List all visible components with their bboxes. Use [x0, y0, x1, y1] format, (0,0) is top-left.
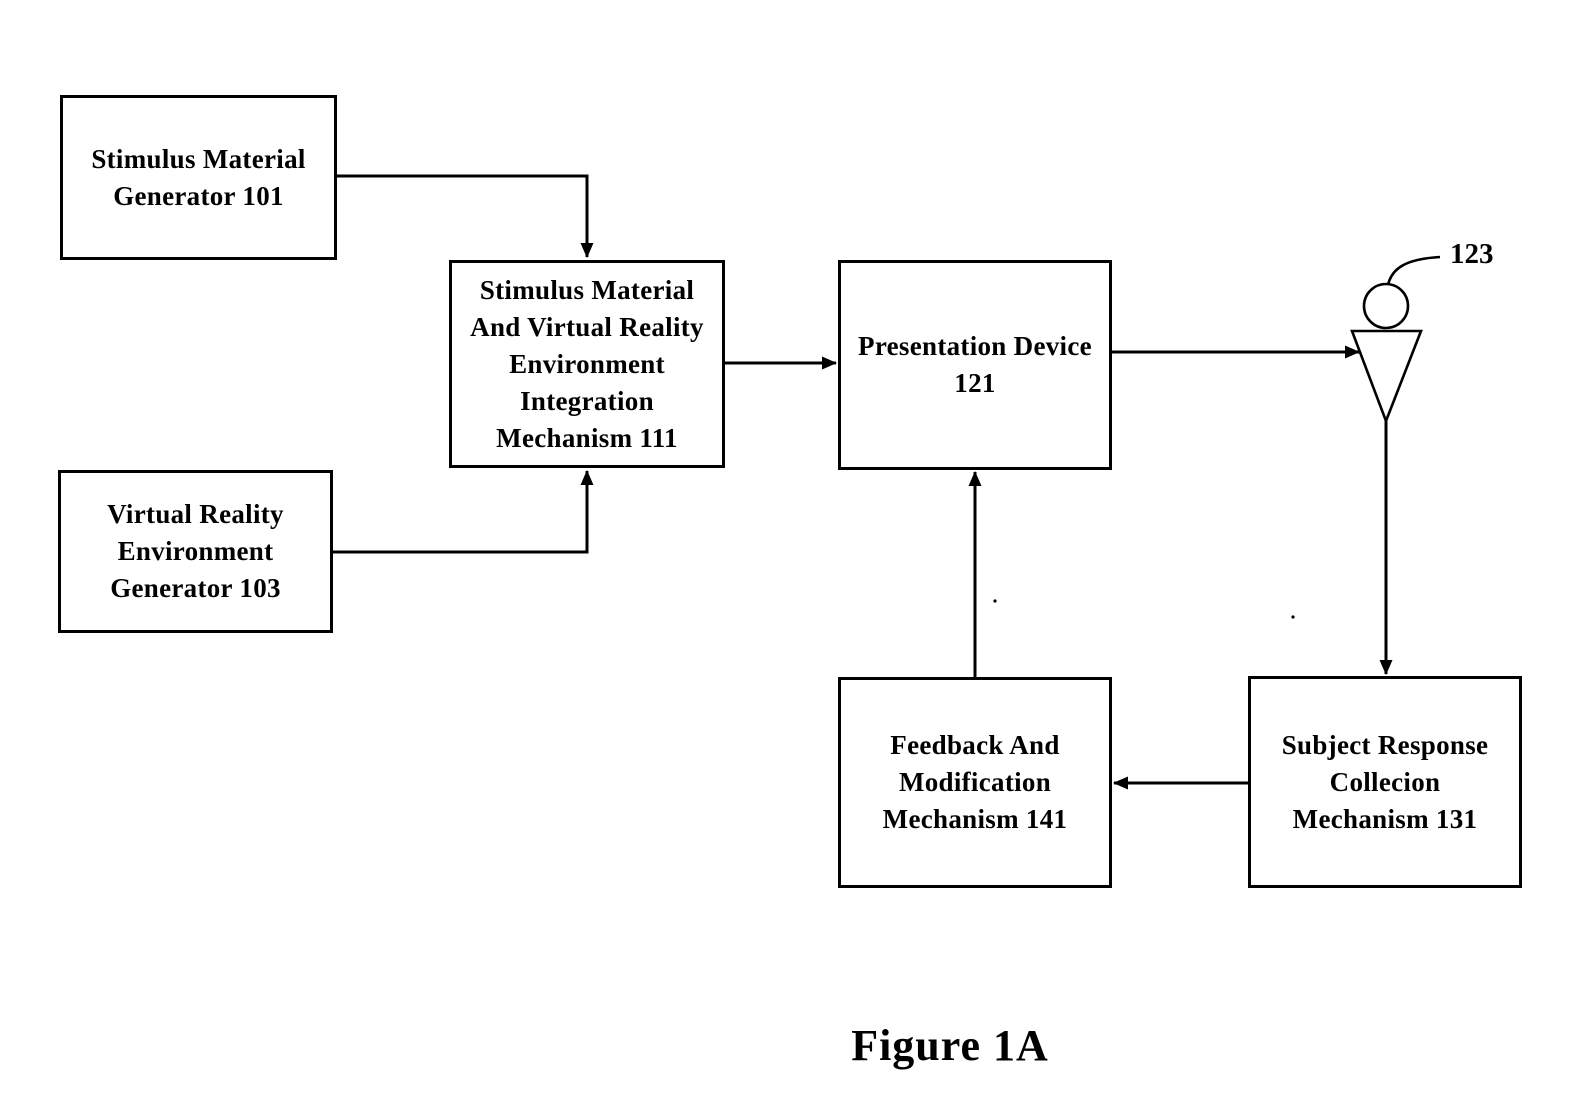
figure-caption: Figure 1A: [851, 1021, 1049, 1070]
box-label-line: Subject Response: [1281, 729, 1489, 760]
box-label-line: Environment: [117, 536, 274, 566]
box-label-line: Mechanism 111: [496, 422, 678, 453]
box-subject-response-collection-mechanism-131: Subject Response Collecion Mechanism 131: [1248, 676, 1522, 888]
box-label-line: Collecion: [1329, 766, 1441, 797]
box-label-line: Presentation Device: [858, 331, 1092, 361]
box-feedback-and-modification-mechanism-141: Feedback And Modification Mechanism 141: [838, 677, 1112, 888]
person-icon: [1350, 255, 1441, 425]
scan-speck: [993, 599, 997, 603]
subject-ref-label: 123: [1450, 238, 1494, 270]
box-label-line: Integration: [520, 385, 654, 416]
box-label-line: And Virtual Reality: [470, 311, 704, 342]
box-label-line: Mechanism 141: [882, 804, 1068, 834]
person-head: [1362, 282, 1410, 330]
box-label-line: Modification: [898, 767, 1052, 797]
box-stimulus-material-generator-101: Stimulus Material Generator 101: [60, 95, 337, 260]
person-leader-line: [1386, 255, 1441, 286]
scan-speck: [1291, 615, 1295, 619]
box-label-line: Stimulus Material: [479, 274, 695, 305]
box-label-line: Stimulus Material: [91, 143, 306, 174]
box-label-line: Mechanism 131: [1292, 803, 1478, 834]
box-label-line: 121: [954, 368, 996, 398]
box-label-line: Generator 103: [110, 573, 281, 603]
arrow-103-to-111: [333, 470, 594, 554]
box-virtual-reality-environment-generator-103: Virtual Reality Environment Generator 10…: [58, 470, 333, 633]
person-body: [1350, 329, 1423, 425]
box-presentation-device-121: Presentation Device 121: [838, 260, 1112, 470]
box-label-line: Virtual Reality: [107, 499, 284, 529]
box-label-line: Generator 101: [113, 180, 284, 211]
box-label-line: Environment: [509, 348, 665, 379]
box-integration-mechanism-111: Stimulus Material And Virtual Reality En…: [449, 260, 725, 468]
box-label-line: Feedback And: [890, 730, 1060, 760]
arrow-101-to-111: [337, 174, 594, 258]
